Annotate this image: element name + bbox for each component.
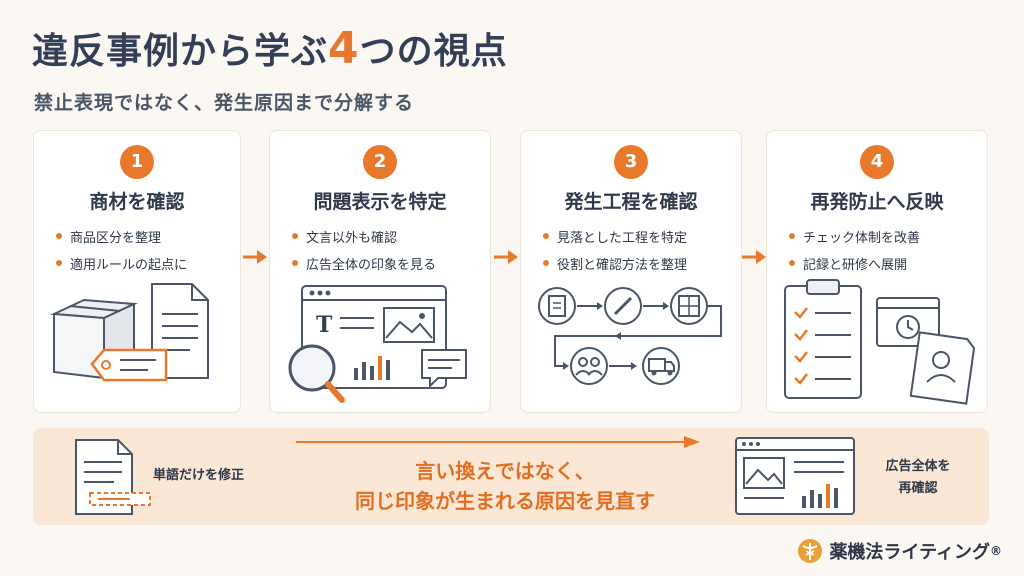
step-2-bullet-1: 文言以外も確認 bbox=[292, 227, 482, 246]
step-card-3: 3 発生工程を確認 見落とした工程を特定 役割と確認方法を整理 bbox=[520, 130, 742, 413]
summary-message-line-2: 同じ印象が生まれる原因を見直す bbox=[355, 489, 655, 513]
step-number-2: 2 bbox=[363, 145, 397, 179]
workflow-process-icon bbox=[538, 287, 722, 385]
step-2-bullet-2: 広告全体の印象を見る bbox=[292, 254, 482, 273]
page-subtitle: 禁止表現ではなく、発生原因まで分解する bbox=[34, 92, 415, 114]
step-title-1: 商材を確認 bbox=[89, 191, 185, 213]
ad-screen-magnifier-icon: T bbox=[288, 285, 467, 403]
step-title-4: 再発防止へ反映 bbox=[810, 191, 944, 213]
arrow-right-icon bbox=[243, 250, 267, 264]
step-4-bullet-2: 記録と研修へ展開 bbox=[789, 254, 979, 273]
step-title-3: 発生工程を確認 bbox=[564, 191, 698, 213]
step-bullets-3: 見落とした工程を特定 役割と確認方法を整理 bbox=[543, 227, 733, 281]
brand-registered-mark: ® bbox=[990, 544, 1002, 558]
title-after: つの視点 bbox=[359, 31, 508, 72]
step-bullets-2: 文言以外も確認 広告全体の印象を見る bbox=[292, 227, 482, 281]
caduceus-badge-icon bbox=[798, 539, 823, 563]
step-title-2: 問題表示を特定 bbox=[313, 191, 447, 213]
step-bullets-4: チェック体制を改善 記録と研修へ展開 bbox=[789, 227, 979, 281]
summary-message: 言い換えではなく、 同じ印象が生まれる原因を見直す bbox=[270, 456, 740, 516]
step-4-bullet-1: チェック体制を改善 bbox=[789, 227, 979, 246]
clipboard-checklist-icon bbox=[784, 279, 976, 405]
page-title: 違反事例から学ぶ4つの視点 bbox=[32, 22, 508, 74]
long-arrow-right-icon bbox=[296, 436, 700, 448]
summary-message-line-1: 言い換えではなく、 bbox=[415, 459, 595, 483]
step-card-4: 4 再発防止へ反映 チェック体制を改善 記録と研修へ展開 bbox=[766, 130, 988, 413]
step-card-2: 2 問題表示を特定 文言以外も確認 広告全体の印象を見る T bbox=[269, 130, 491, 413]
step-bullets-1: 商品区分を整理 適用ルールの起点に bbox=[56, 227, 232, 281]
step-card-1: 1 商材を確認 商品区分を整理 適用ルールの起点に bbox=[33, 130, 241, 413]
after-label: 広告全体を 再確認 bbox=[868, 456, 968, 500]
after-label-line-2: 再確認 bbox=[898, 481, 938, 496]
arrow-right-icon bbox=[742, 250, 766, 264]
step-number-4: 4 bbox=[860, 145, 894, 179]
before-label: 単語だけを修正 bbox=[153, 468, 245, 483]
ad-screen-chart-icon bbox=[735, 437, 855, 515]
svg-text:T: T bbox=[316, 312, 333, 338]
brand-name: 薬機法ライティング bbox=[829, 542, 990, 563]
step-number-1: 1 bbox=[120, 145, 154, 179]
title-before: 違反事例から学ぶ bbox=[32, 31, 329, 72]
product-box-tag-document-icon bbox=[50, 283, 209, 382]
brand-logo: 薬機法ライティング® bbox=[797, 538, 1002, 564]
step-1-bullet-1: 商品区分を整理 bbox=[56, 227, 232, 246]
after-label-line-1: 広告全体を bbox=[885, 459, 951, 474]
step-1-bullet-2: 適用ルールの起点に bbox=[56, 254, 232, 273]
step-3-bullet-2: 役割と確認方法を整理 bbox=[543, 254, 733, 273]
step-number-3: 3 bbox=[614, 145, 648, 179]
title-accent-number: 4 bbox=[328, 23, 360, 74]
arrow-right-icon bbox=[494, 250, 518, 264]
step-3-bullet-1: 見落とした工程を特定 bbox=[543, 227, 733, 246]
document-edit-icon bbox=[75, 439, 151, 515]
